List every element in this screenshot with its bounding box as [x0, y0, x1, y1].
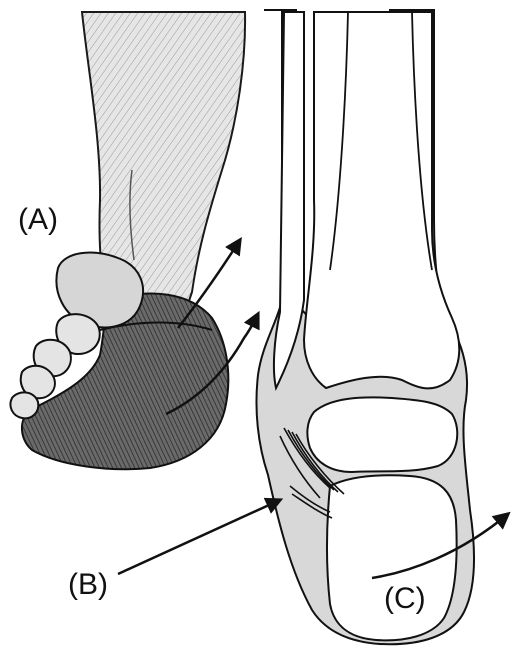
label-c: (C) — [384, 584, 426, 614]
label-a: (A) — [18, 205, 58, 235]
tibia — [304, 12, 459, 388]
arrow-b — [118, 500, 280, 574]
talus — [307, 397, 457, 472]
ankle-section — [256, 10, 473, 644]
leg-drawing — [10, 12, 245, 469]
label-b: (B) — [68, 570, 108, 600]
toe-5 — [10, 392, 38, 418]
